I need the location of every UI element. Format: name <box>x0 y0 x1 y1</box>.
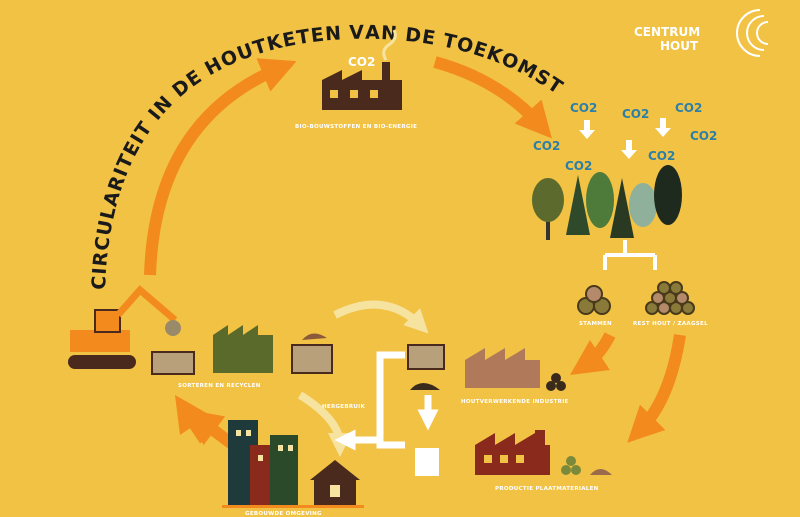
title-letter: T <box>295 25 311 49</box>
wood-industry-icon: HOUTVERWERKENDE INDUSTRIE <box>461 348 569 405</box>
title-letter: L <box>96 205 120 222</box>
title-letter: I <box>89 267 111 276</box>
arrow-up-left <box>144 58 297 276</box>
reuse-connector <box>334 240 657 451</box>
sorteren-label: SORTEREN EN RECYCLEN <box>178 383 261 389</box>
log-piles-icon: STAMMEN REST HOUT / ZAAGSEL <box>577 281 708 327</box>
title-letter: C <box>91 235 115 252</box>
title-letter: U <box>234 39 256 65</box>
reuse-arrows <box>297 300 429 457</box>
title-letter: N <box>324 22 341 45</box>
co2-label: CO2 <box>690 129 717 143</box>
resthout-label: REST HOUT / ZAAGSEL <box>633 321 708 327</box>
title-letter: E <box>310 24 326 47</box>
title-letter: U <box>93 218 117 237</box>
arrow-to-forest <box>433 56 552 139</box>
arrow-to-industry <box>570 332 616 375</box>
co2-label: CO2 <box>648 149 675 163</box>
title-letter: E <box>281 28 298 52</box>
title-letter: T <box>250 35 269 60</box>
co2-label: CO2 <box>675 101 702 115</box>
co2-label: CO2 <box>622 107 649 121</box>
co2-absorption: CO2 CO2 CO2 CO2 CO2 CO2 CO2 <box>533 101 717 173</box>
panel-factory-icon: PRODUCTIE PLAATMATERIALEN <box>475 430 612 492</box>
title-letter: C <box>88 275 111 290</box>
stammen-label: STAMMEN <box>579 321 612 327</box>
co2-label: CO2 <box>533 139 560 153</box>
title-letter: R <box>89 250 112 267</box>
co2-label: CO2 <box>348 55 375 69</box>
title-letter: A <box>365 22 380 44</box>
down-arrow-icon <box>655 118 671 137</box>
title-letter: D <box>404 24 422 48</box>
built-environment-icon: GEBOUWDE OMGEVING <box>222 420 364 517</box>
excavator-icon <box>68 285 181 369</box>
title-letter: T <box>441 29 458 53</box>
cycle-arrows <box>144 56 686 455</box>
title-letter: O <box>454 33 475 58</box>
down-arrow-icon <box>579 120 595 139</box>
title-letter: E <box>420 26 436 50</box>
down-arrow-icon <box>621 140 637 159</box>
hergebruik-label: HERGEBRUIK <box>322 404 366 410</box>
forest-icon <box>532 165 682 240</box>
houtverwerkende-label: HOUTVERWERKENDE INDUSTRIE <box>461 399 569 405</box>
reuse-items-icon <box>407 344 445 476</box>
productie-label: PRODUCTIE PLAATMATERIALEN <box>495 486 599 492</box>
title-letter: K <box>265 30 286 55</box>
title-letter: E <box>471 37 490 62</box>
co2-label: CO2 <box>565 159 592 173</box>
logo-line2: HOUT <box>660 39 699 53</box>
logo-line1: CENTRUM <box>634 25 700 39</box>
arrow-to-panels <box>627 334 686 443</box>
gebouwde-label: GEBOUWDE OMGEVING <box>245 511 322 517</box>
bio-label: BIO-BOUWSTOFFEN EN BIO-ENERGIE <box>295 124 417 130</box>
bio-factory-icon: CO2 BIO-BOUWSTOFFEN EN BIO-ENERGIE <box>295 29 417 130</box>
title-letter: V <box>349 22 364 44</box>
recycle-plant-icon: SORTEREN EN RECYCLEN HERGEBRUIK <box>151 325 366 410</box>
co2-label: CO2 <box>570 101 597 115</box>
centrum-hout-logo: CENTRUM HOUT <box>634 9 769 57</box>
title-letter: A <box>99 189 124 209</box>
